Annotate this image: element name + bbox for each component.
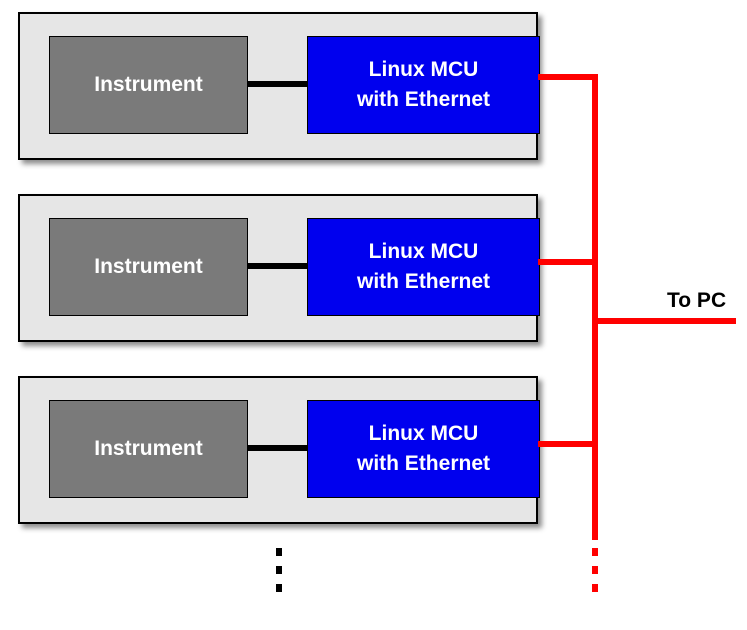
bus-continuation-dot bbox=[592, 566, 598, 574]
ethernet-bus bbox=[592, 74, 598, 540]
ethernet-branch-2 bbox=[538, 259, 598, 265]
node-unit-1: Instrument Linux MCU with Ethernet bbox=[18, 12, 540, 160]
ethernet-branch-3 bbox=[538, 441, 598, 447]
instrument-mcu-link bbox=[248, 263, 307, 269]
instrument-box: Instrument bbox=[49, 400, 248, 498]
mcu-label-line2: with Ethernet bbox=[356, 270, 490, 293]
instrument-label: Instrument bbox=[94, 255, 203, 278]
mcu-label-line1: Linux MCU bbox=[368, 240, 479, 263]
instrument-label: Instrument bbox=[94, 437, 203, 460]
mcu-box: Linux MCU with Ethernet bbox=[307, 218, 540, 316]
node-unit-2: Instrument Linux MCU with Ethernet bbox=[18, 194, 540, 342]
instrument-label: Instrument bbox=[94, 73, 203, 96]
mcu-label-line1: Linux MCU bbox=[368, 422, 479, 445]
mcu-box: Linux MCU with Ethernet bbox=[307, 36, 540, 134]
to-pc-label: To PC bbox=[667, 289, 727, 312]
mcu-label-line1: Linux MCU bbox=[368, 58, 479, 81]
mcu-box: Linux MCU with Ethernet bbox=[307, 400, 540, 498]
uplink-to-pc-line bbox=[592, 318, 736, 324]
bus-continuation-dot bbox=[592, 584, 598, 592]
instrument-box: Instrument bbox=[49, 218, 248, 316]
node-unit-3: Instrument Linux MCU with Ethernet bbox=[18, 376, 540, 524]
continuation-dot bbox=[276, 548, 282, 556]
continuation-dot bbox=[276, 584, 282, 592]
instrument-box: Instrument bbox=[49, 36, 248, 134]
instrument-mcu-link bbox=[248, 81, 307, 87]
mcu-label-line2: with Ethernet bbox=[356, 452, 490, 475]
ethernet-branch-1 bbox=[538, 74, 598, 80]
instrument-mcu-link bbox=[248, 445, 307, 451]
continuation-dot bbox=[276, 566, 282, 574]
bus-continuation-dot bbox=[592, 548, 598, 556]
mcu-label-line2: with Ethernet bbox=[356, 88, 490, 111]
